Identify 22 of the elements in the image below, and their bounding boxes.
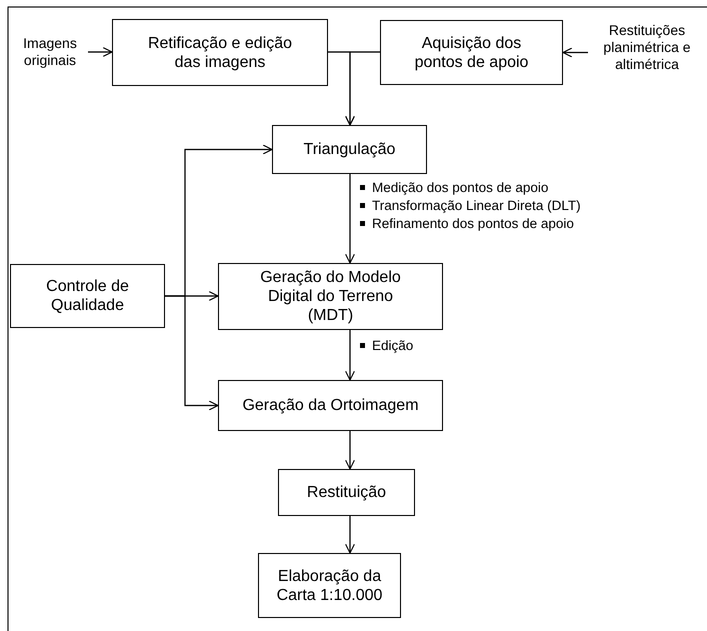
arrow: [344, 431, 356, 470]
process-box: Restituição: [278, 469, 415, 516]
step-note: Edição: [372, 338, 414, 352]
arrow: [88, 46, 113, 58]
input-text: Restituições planimétrica e altimétrica: [588, 18, 706, 76]
arrow: [344, 330, 356, 381]
process-box: Geração do Modelo Digital do Terreno (MDT): [218, 263, 443, 330]
arrow: [562, 47, 588, 58]
process-box: Elaboração da Carta 1:10.000: [258, 553, 401, 618]
step-note: Refinamento dos pontos de apoio: [372, 216, 574, 230]
arrow: [344, 516, 356, 554]
process-box: Geração da Ortoimagem: [218, 380, 443, 431]
process-box: Retificação e edição das imagens: [112, 19, 328, 86]
input-text: Imagens originais: [12, 34, 88, 70]
process-box: Controle de Qualidade: [10, 264, 165, 328]
step-note: Medição dos pontos de apoio: [372, 180, 548, 194]
arrow: [165, 295, 219, 411]
arrow: [344, 51, 380, 126]
arrow: [344, 174, 356, 264]
step-note: Transformação Linear Direta (DLT): [372, 198, 581, 212]
process-box: Aquisição dos pontos de apoio: [380, 20, 563, 85]
process-box: Triangulação: [272, 125, 427, 174]
